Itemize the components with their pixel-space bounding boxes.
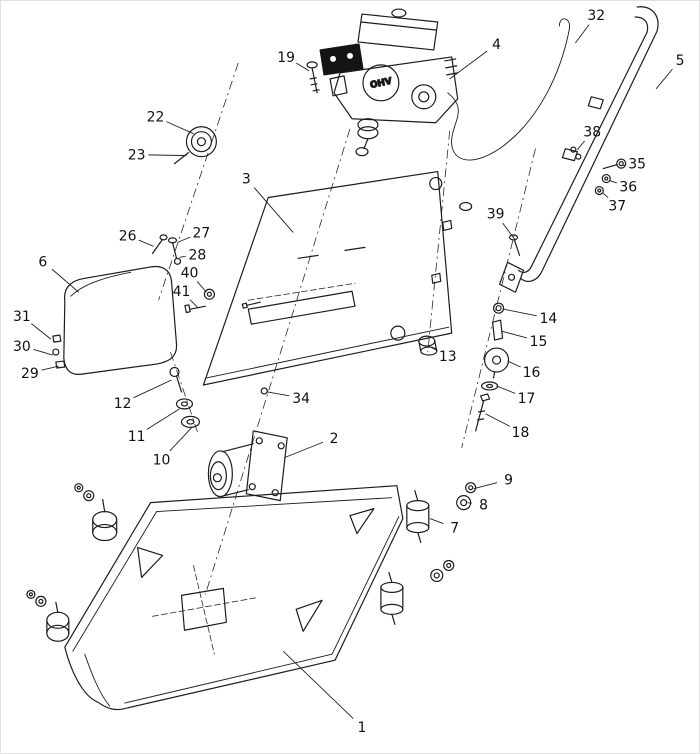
part-number-32: 32	[587, 8, 605, 24]
part-number-39: 39	[487, 206, 505, 222]
part-number-18: 18	[512, 425, 530, 441]
part-number-37: 37	[608, 198, 626, 214]
part-number-15: 15	[530, 334, 548, 350]
leader-line-19	[296, 62, 310, 72]
leader-line-35	[620, 164, 626, 167]
leader-line-30	[33, 348, 53, 356]
leader-line-27	[177, 236, 191, 243]
leader-line-6	[51, 268, 80, 293]
leader-line-34	[267, 391, 290, 397]
part-number-9: 9	[504, 473, 513, 489]
leader-line-23	[148, 154, 187, 157]
leader-line-18	[485, 413, 511, 427]
part-number-14: 14	[540, 311, 558, 327]
part-number-23: 23	[128, 148, 146, 164]
part-number-2: 2	[330, 431, 339, 447]
leader-line-8	[467, 502, 472, 504]
leader-line-28	[179, 255, 186, 258]
leader-line-40	[196, 281, 207, 293]
leader-line-12	[133, 379, 172, 399]
part-number-3: 3	[242, 172, 251, 188]
leader-line-15	[501, 330, 528, 339]
throttle-cable-drawing	[447, 18, 570, 161]
part-number-5: 5	[676, 53, 685, 69]
part-number-16: 16	[523, 365, 541, 381]
leader-line-4	[449, 50, 488, 80]
leader-line-17	[496, 385, 516, 394]
part-number-7: 7	[450, 521, 459, 537]
part-number-41: 41	[173, 284, 191, 300]
leader-line-3	[253, 187, 294, 233]
part-number-34: 34	[292, 391, 310, 407]
leader-line-36	[609, 180, 617, 184]
part-number-27: 27	[193, 225, 211, 241]
leader-line-31	[31, 323, 52, 340]
part-number-38: 38	[583, 125, 601, 141]
small-hardware-drawing	[151, 61, 627, 625]
leader-line-16	[507, 360, 521, 368]
part-number-17: 17	[518, 391, 536, 407]
engine-brand-text: OHV	[369, 77, 393, 91]
leader-line-9	[473, 482, 498, 490]
leader-line-29	[41, 365, 59, 371]
belt-cover-drawing	[52, 266, 178, 375]
leader-line-10	[169, 427, 192, 452]
leader-line-2	[284, 441, 324, 459]
part-number-8: 8	[479, 498, 488, 514]
part-number-29: 29	[21, 366, 39, 382]
leader-line-26	[138, 239, 154, 247]
base-plate-drawing	[26, 483, 404, 711]
part-number-30: 30	[13, 339, 31, 355]
part-number-28: 28	[189, 247, 207, 263]
part-number-13: 13	[439, 349, 457, 365]
leader-line-37	[601, 192, 609, 198]
leader-line-11	[146, 408, 180, 430]
part-number-26: 26	[119, 228, 137, 244]
part-number-6: 6	[38, 254, 47, 270]
part-number-35: 35	[628, 157, 646, 173]
leader-line-13	[430, 346, 438, 351]
leader-line-7	[429, 518, 444, 524]
part-number-22: 22	[147, 110, 165, 126]
part-number-36: 36	[619, 180, 637, 196]
part-number-19: 19	[277, 50, 295, 66]
deck-plate-drawing	[202, 170, 473, 386]
part-number-12: 12	[114, 396, 132, 412]
construction-lines	[158, 62, 536, 595]
leader-line-5	[655, 68, 673, 90]
exciter-drawing	[207, 430, 288, 502]
part-number-11: 11	[128, 429, 146, 445]
part-number-4: 4	[492, 37, 501, 53]
handle-drawing	[498, 6, 659, 293]
leader-line-14	[503, 308, 537, 317]
leader-line-38	[577, 140, 585, 150]
part-number-1: 1	[358, 720, 367, 736]
part-number-10: 10	[153, 453, 171, 469]
leader-line-39	[502, 222, 516, 241]
part-number-40: 40	[181, 265, 199, 281]
engine-drawing: OHV	[319, 8, 459, 157]
leader-line-1	[282, 650, 354, 720]
leader-line-32	[574, 24, 590, 44]
part-number-31: 31	[13, 309, 31, 325]
leader-line-41	[189, 299, 199, 309]
leader-line-22	[166, 121, 194, 135]
